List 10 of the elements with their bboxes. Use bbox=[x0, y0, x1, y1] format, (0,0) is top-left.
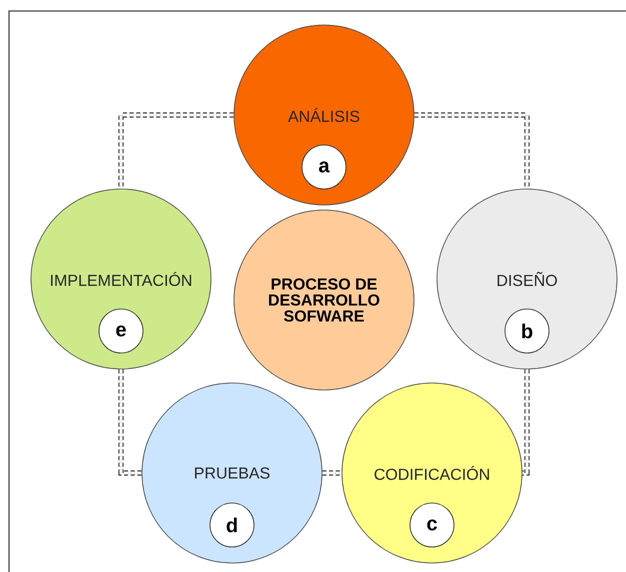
connector bbox=[118, 112, 234, 189]
connector bbox=[118, 369, 142, 476]
connector bbox=[522, 369, 530, 476]
letter-badge: d bbox=[210, 502, 254, 548]
connector bbox=[414, 112, 530, 189]
letter-badge: e bbox=[98, 308, 144, 354]
letter-badge: b bbox=[504, 308, 550, 354]
connector bbox=[322, 470, 342, 476]
letter-badge: c bbox=[410, 502, 454, 548]
letter-badge: a bbox=[302, 144, 346, 190]
